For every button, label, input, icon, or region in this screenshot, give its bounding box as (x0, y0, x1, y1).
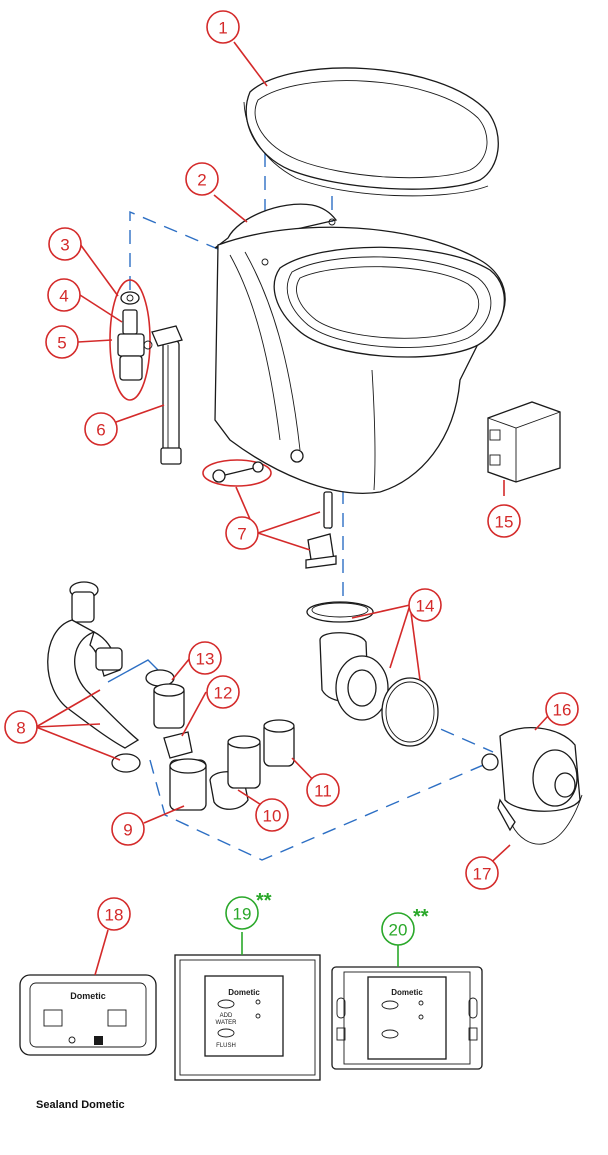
panel-19-add-label-2: WATER (216, 1020, 238, 1026)
callout-8-label: 8 (16, 719, 25, 738)
water-inlet-hose (151, 325, 183, 465)
macerator-pump (481, 726, 583, 845)
callout-12: 12 (206, 675, 240, 709)
callout-4: 4 (47, 278, 81, 312)
callout-10-label: 10 (263, 807, 282, 826)
panel-19-brand: Dometic (228, 988, 260, 997)
panel-19-add-label-1: ADD (220, 1013, 233, 1019)
water-valve-assembly (109, 279, 153, 401)
callout-10: 10 (255, 798, 289, 832)
callout-4-label: 4 (59, 287, 68, 306)
callout-5-label: 5 (57, 334, 66, 353)
callout-2-label: 2 (197, 171, 206, 190)
callout-3-label: 3 (60, 236, 69, 255)
callout-11-label: 11 (314, 782, 332, 801)
callout-1: 1 (206, 10, 240, 44)
callout-7-label: 7 (237, 525, 246, 544)
callout-20-label: 20 (389, 921, 408, 940)
callout-1-label: 1 (218, 19, 227, 38)
discharge-hose (47, 581, 175, 773)
callout-5: 5 (45, 325, 79, 359)
callout-16: 16 (545, 692, 579, 726)
panel-18-brand: Dometic (70, 991, 106, 1001)
mounting-hardware (202, 459, 337, 569)
callout-19: 19 (225, 896, 259, 930)
callout-6-label: 6 (96, 421, 105, 440)
callout-18-label: 18 (105, 906, 124, 925)
callout-9: 9 (111, 812, 145, 846)
callout-13: 13 (188, 641, 222, 675)
panel-19-flush-label: FLUSH (216, 1043, 236, 1049)
toilet-seat-lid (243, 67, 499, 197)
outlet-flange-clamps (306, 601, 439, 747)
callout-17: 17 (465, 856, 499, 890)
panel-20-brand: Dometic (391, 988, 423, 997)
callout-leaders (35, 41, 549, 976)
control-panel-18: Dometic (19, 974, 157, 1056)
toilet-bowl (214, 203, 506, 494)
callout-13-label: 13 (196, 650, 215, 669)
callout-2: 2 (185, 162, 219, 196)
diagram-caption: Sealand Dometic (36, 1099, 125, 1111)
callout-17-label: 17 (473, 865, 492, 884)
hose-fittings (153, 683, 295, 811)
callout-19-label: 19 (233, 905, 252, 924)
callout-16-label: 16 (553, 701, 572, 720)
callout-14-label: 14 (416, 597, 435, 616)
callout-9-label: 9 (123, 821, 132, 840)
callout-20: 20 (381, 912, 415, 946)
callout-20-marker: ** (413, 906, 429, 928)
control-panel-19: Dometic ADD WATER FLUSH (174, 954, 321, 1081)
control-panel-20: Dometic (331, 966, 483, 1070)
callout-11: 11 (306, 773, 340, 807)
callout-6: 6 (84, 412, 118, 446)
callout-14: 14 (408, 588, 442, 622)
callout-3: 3 (48, 227, 82, 261)
callout-12-label: 12 (214, 684, 233, 703)
callout-8: 8 (4, 710, 38, 744)
callout-18: 18 (97, 897, 131, 931)
callout-19-marker: ** (256, 890, 272, 912)
control-module (487, 401, 561, 483)
callout-7: 7 (225, 516, 259, 550)
callout-15: 15 (487, 504, 521, 538)
callout-15-label: 15 (495, 513, 514, 532)
